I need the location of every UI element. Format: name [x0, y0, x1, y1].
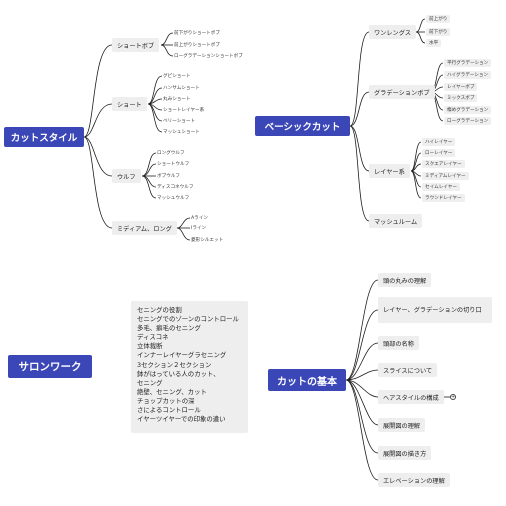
leaf-short-bob-0[interactable]: 前下がりショートボブ	[174, 31, 220, 36]
root-basic-cut[interactable]: ベーシックカット	[255, 116, 350, 136]
salon-note-6: 3セクション２セクション	[137, 360, 212, 369]
leaf-layer-0[interactable]: ハイレイヤー	[422, 138, 456, 146]
leaf-layer-2[interactable]: スクエアレイヤー	[422, 160, 465, 168]
node-cut-basics-2[interactable]: 頭部の名称	[378, 336, 419, 350]
leaf-short-bob-1[interactable]: 前上がりショートボブ	[174, 43, 220, 48]
root-cut-style[interactable]: カットスタイル	[4, 127, 84, 147]
leaf-layer-1[interactable]: ローレイヤー	[422, 149, 456, 157]
node-mushroom[interactable]: マッシュルーム	[369, 214, 423, 228]
node-cut-basics-1[interactable]: レイヤー、グラデーションの切り口	[378, 297, 492, 323]
salon-note-8: セニング	[137, 378, 163, 387]
salon-note-1: セニングでのゾーンのコントロール	[137, 315, 239, 324]
leaf-layer-5[interactable]: ラウンドレイヤー	[422, 194, 465, 202]
salon-note-2: 多毛、癖毛のセニング	[137, 324, 201, 333]
leaf-short-0[interactable]: グピショート	[163, 74, 191, 79]
leaf-medium-long-1[interactable]: Iライン	[191, 226, 207, 231]
leaf-medium-long-0[interactable]: Aライン	[191, 216, 208, 221]
node-wolf[interactable]: ウルフ	[112, 169, 141, 183]
salon-note-7: 鉢がはっている人のカット、	[137, 369, 220, 378]
leaf-short-5[interactable]: マッシュショート	[163, 130, 200, 135]
leaf-gradation-bob-5[interactable]: ローグラデーション	[444, 117, 492, 125]
leaf-wolf-2[interactable]: ボブウルフ	[157, 174, 180, 179]
node-gradation-bob[interactable]: グラデーションボブ	[369, 85, 435, 99]
leaf-layer-4[interactable]: セイムレイヤー	[422, 183, 460, 191]
leaf-wolf-1[interactable]: ショートウルフ	[157, 162, 190, 167]
root-salon-work[interactable]: サロンワーク	[8, 355, 92, 378]
leaf-short-1[interactable]: ハンサムショート	[163, 86, 200, 91]
leaf-gradation-bob-2[interactable]: レイヤーボブ	[444, 83, 478, 91]
leaf-short-4[interactable]: ベリーショート	[163, 119, 196, 124]
salon-note-12: イヤーツイヤーでの印象の違い	[137, 415, 226, 424]
leaf-gradation-bob-4[interactable]: 楕めグラデーション	[444, 106, 492, 114]
leaf-short-bob-2[interactable]: ローグラデーションショートボブ	[174, 54, 243, 59]
node-short-bob[interactable]: ショートボブ	[112, 38, 160, 52]
node-short[interactable]: ショート	[112, 97, 147, 111]
salon-note-11: さによるコントロール	[137, 406, 201, 415]
leaf-gradation-bob-1[interactable]: ハイグラデーション	[444, 71, 492, 79]
node-cut-basics-7[interactable]: エレベーションの理解	[378, 473, 450, 487]
leaf-wolf-0[interactable]: ロングウルフ	[157, 151, 185, 156]
node-one-length[interactable]: ワンレングス	[369, 25, 417, 39]
salon-note-9: 絶壁、セニング、カット	[137, 387, 207, 396]
leaf-medium-long-2[interactable]: 菱形シルエット	[191, 238, 224, 243]
leaf-one-length-0[interactable]: 前上がり	[426, 15, 451, 23]
salon-note-3: ディスコネ	[137, 333, 169, 342]
node-cut-basics-4[interactable]: ヘアスタイルの構成	[378, 390, 444, 404]
salon-note-5: インナーレイヤーグラセニング	[137, 351, 227, 360]
leaf-layer-3[interactable]: ミディアムレイヤー	[422, 172, 469, 180]
node-cut-basics-6[interactable]: 展開図の描き方	[378, 446, 432, 460]
salon-note-10: チョップカットの深	[137, 396, 195, 405]
leaf-one-length-1[interactable]: 前下がり	[426, 28, 451, 36]
salon-note-0: セニングの役割	[137, 306, 182, 314]
node-layer[interactable]: レイヤー系	[369, 164, 410, 178]
leaf-gradation-bob-3[interactable]: ミックスボブ	[444, 94, 478, 102]
collapse-toggle-icon[interactable]: +	[450, 394, 456, 400]
salon-note-4: 立体裁断	[137, 342, 163, 351]
leaf-wolf-4[interactable]: マッシュウルフ	[157, 196, 190, 201]
node-cut-basics-0[interactable]: 頭の丸みの理解	[378, 273, 432, 287]
leaf-one-length-2[interactable]: 水平	[426, 39, 442, 47]
leaf-wolf-3[interactable]: ディスコネウルフ	[157, 185, 194, 190]
salon-work-notes[interactable]: セニングの役割 セニングでのゾーンのコントロール 多毛、癖毛のセニング ディスコ…	[131, 301, 248, 433]
root-cut-basics[interactable]: カットの基本	[268, 369, 346, 391]
node-cut-basics-5[interactable]: 展開図の理解	[378, 418, 426, 432]
leaf-short-3[interactable]: ショートレイヤー系	[163, 108, 205, 113]
leaf-short-2[interactable]: 丸みショート	[163, 97, 191, 102]
leaf-gradation-bob-0[interactable]: 平行グラデーション	[444, 59, 492, 67]
node-medium-long[interactable]: ミディアム、ロング	[112, 221, 177, 235]
node-cut-basics-3[interactable]: スライスについて	[378, 363, 438, 377]
